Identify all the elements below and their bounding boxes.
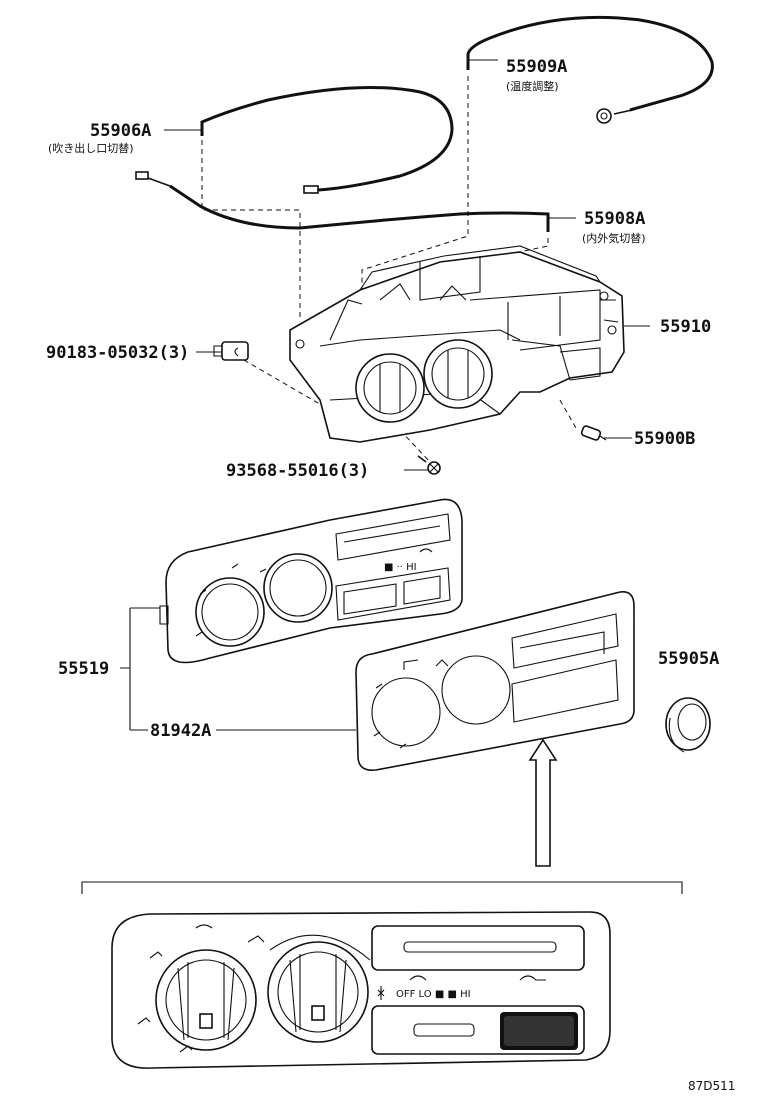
cable-55909a[interactable] xyxy=(466,15,714,124)
clip-90183[interactable] xyxy=(213,341,249,361)
upper-panel-scale-text: ■ ·· HI xyxy=(384,562,417,573)
assembly-knob-right xyxy=(423,339,493,409)
view-arrow xyxy=(528,738,558,867)
label-55905a: 55905A xyxy=(658,649,719,669)
bulb-55900b[interactable] xyxy=(580,425,607,441)
face-panel-81942a[interactable] xyxy=(355,590,635,772)
assembly-knob-left xyxy=(355,353,425,423)
label-55910: 55910 xyxy=(660,317,711,337)
cable-55906a[interactable] xyxy=(200,86,454,194)
desc-55906a: (吹き出し口切替) xyxy=(48,141,134,155)
label-55906a: 55906A xyxy=(90,121,151,141)
label-55909a: 55909A xyxy=(506,57,567,77)
detail-bracket xyxy=(81,881,683,894)
cable-55908a[interactable] xyxy=(135,171,550,232)
fan-scale-text: OFF LO ■ ■ HI xyxy=(396,989,471,1000)
label-90183: 90183-05032(3) xyxy=(46,343,189,363)
label-55900b: 55900B xyxy=(634,429,695,449)
label-93568: 93568-55016(3) xyxy=(226,461,369,481)
face-panel-55519[interactable] xyxy=(159,498,463,664)
diagram-code: 87D511 xyxy=(688,1079,735,1093)
label-55519: 55519 xyxy=(58,659,109,679)
desc-55908a: (内外気切替) xyxy=(582,231,646,245)
label-55908a: 55908A xyxy=(584,209,645,229)
knob-55905a[interactable] xyxy=(665,697,711,753)
label-81942a: 81942A xyxy=(150,721,211,741)
desc-55909a: (温度調整) xyxy=(506,79,559,93)
detail-panel-view xyxy=(111,911,611,1069)
screw-93568[interactable] xyxy=(417,455,441,475)
leader-lines xyxy=(120,59,650,731)
